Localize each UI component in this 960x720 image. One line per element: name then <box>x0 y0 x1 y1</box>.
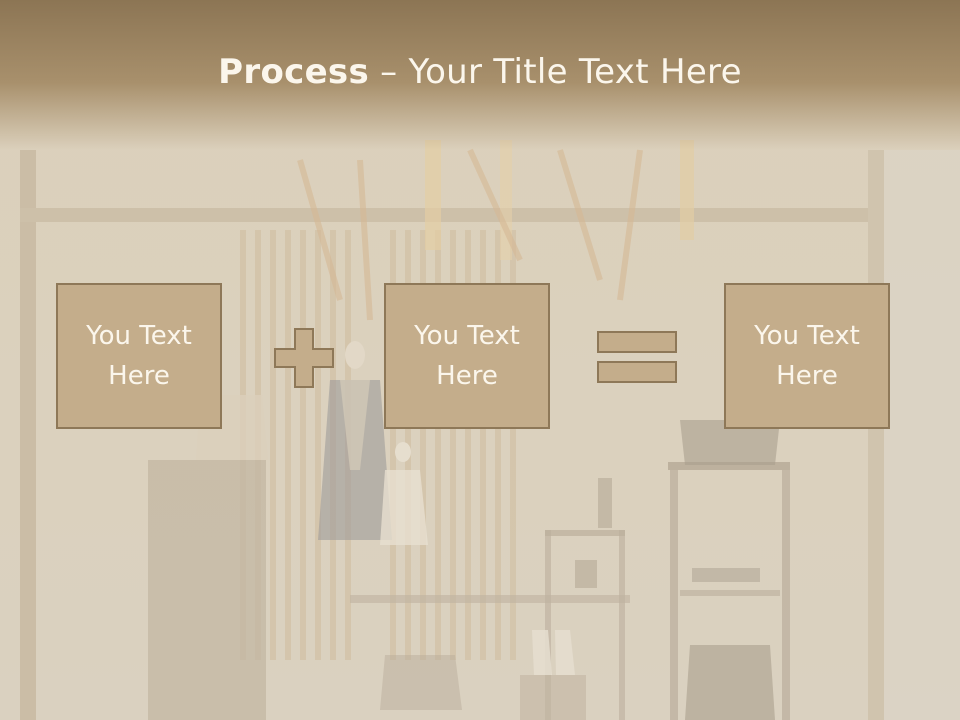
title-band <box>0 0 960 150</box>
process-box-2[interactable]: You Text Here <box>384 283 550 429</box>
equals-icon <box>597 331 677 383</box>
process-box-2-text: You Text Here <box>414 321 520 391</box>
process-box-3[interactable]: You Text Here <box>724 283 890 429</box>
process-box-3-text: You Text Here <box>754 321 860 391</box>
title-rest: Your Title Text Here <box>408 52 742 92</box>
title-bold: Process <box>218 52 370 92</box>
plus-icon <box>274 328 334 388</box>
slide-title: Process – Your Title Text Here <box>0 52 960 92</box>
title-dash: – <box>369 52 409 92</box>
process-box-1[interactable]: You Text Here <box>56 283 222 429</box>
process-box-1-text: You Text Here <box>86 321 192 391</box>
